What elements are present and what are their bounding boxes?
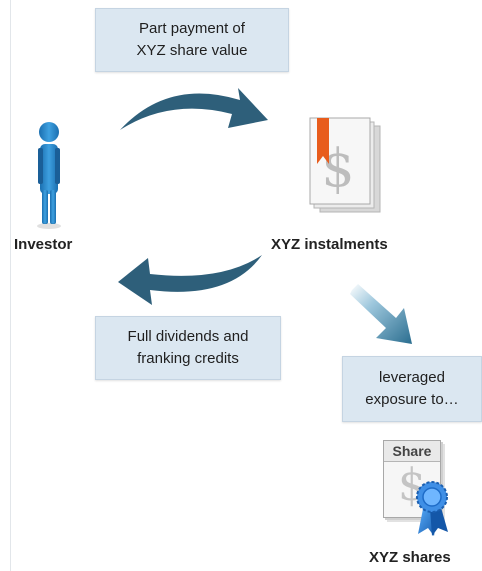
shares-label: XYZ shares: [369, 549, 451, 566]
payment-arrow-shape: [120, 88, 268, 130]
instalments-label: XYZ instalments: [271, 236, 388, 253]
investor-person-icon: [37, 122, 61, 229]
leveraged-text: leveraged exposure to…: [365, 369, 459, 408]
leveraged-callout: leveraged exposure to…: [342, 356, 482, 422]
dividends-callout: Full dividends and franking credits: [95, 316, 281, 380]
bookmark-icon: [317, 118, 329, 164]
panel-edge-line: [10, 0, 11, 571]
part-payment-callout: Part payment of XYZ share value: [95, 8, 289, 72]
award-rosette-icon: [416, 481, 448, 536]
dividends-text: Full dividends and franking credits: [127, 328, 249, 367]
dividends-arrow-shape: [118, 255, 262, 305]
exposure-arrow-shape: [350, 284, 412, 344]
share-title: Share: [384, 441, 440, 462]
instalments-document-icon: $: [309, 117, 381, 213]
part-payment-text: Part payment of XYZ share value: [136, 20, 248, 59]
investor-label: Investor: [14, 236, 73, 253]
